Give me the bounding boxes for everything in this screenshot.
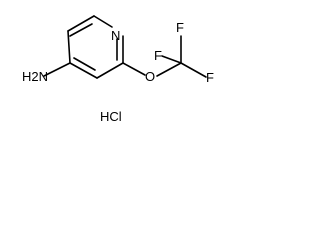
fluorine-top-label: F xyxy=(176,20,184,35)
fluorine-left-label: F xyxy=(154,48,162,63)
salt-label: HCl xyxy=(100,109,122,124)
chemical-structure-diagram: N H2N O F F F HCl xyxy=(22,15,214,124)
molecule-canvas: N H2N O F F F HCl xyxy=(0,0,238,128)
ring-bond-c3-c2 xyxy=(67,15,95,32)
ring-bond-c6-c5 xyxy=(96,62,124,79)
ring-double-bond-c3-c2-inner xyxy=(69,23,93,37)
cf-bond-right xyxy=(180,62,207,78)
ether-bond-ring-o xyxy=(122,62,146,76)
ether-bond-o-cf3 xyxy=(156,62,182,77)
ring-bond-c2-n1 xyxy=(93,15,113,28)
ring-double-bond-c5-c4-inner xyxy=(73,57,96,71)
cf-bond-left xyxy=(161,55,182,64)
amine-bond xyxy=(43,62,71,77)
ring-bond-c4-c3 xyxy=(67,30,71,64)
ring-nitrogen-label: N xyxy=(111,28,120,43)
fluorine-right-label: F xyxy=(206,70,214,85)
amine-label: H2N xyxy=(22,69,48,84)
ether-oxygen-label: O xyxy=(145,69,155,84)
ring-bond-c5-c4 xyxy=(69,62,98,79)
